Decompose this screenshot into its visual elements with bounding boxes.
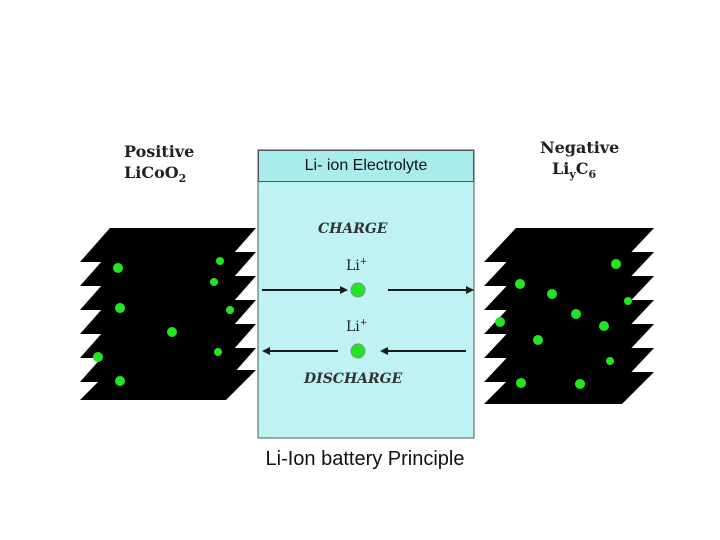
lithium-ion-dot bbox=[533, 335, 543, 345]
positive-formula: LiCoO2 bbox=[124, 163, 186, 185]
lithium-ion-dot bbox=[115, 376, 125, 386]
discharge-ion-label: Li+ bbox=[346, 318, 367, 335]
discharge-label: DISCHARGE bbox=[303, 371, 403, 387]
negative-title: Negative bbox=[540, 138, 619, 157]
discharge-arrowhead-right bbox=[380, 347, 388, 355]
positive-electrode-stack bbox=[80, 228, 256, 400]
lithium-ion-dot bbox=[226, 306, 234, 314]
electrolyte-label: Li- ion Electrolyte bbox=[304, 157, 428, 174]
charge-label: CHARGE bbox=[318, 221, 388, 237]
lithium-ion-dot bbox=[575, 379, 585, 389]
electrode-layer bbox=[484, 372, 654, 404]
negative-electrode-stack bbox=[484, 228, 654, 404]
discharge-ion bbox=[350, 343, 366, 359]
lithium-ion-dot bbox=[571, 309, 581, 319]
lithium-ion-dot bbox=[115, 303, 125, 313]
lithium-ion-dot bbox=[113, 263, 123, 273]
charge-ion bbox=[350, 282, 366, 298]
lithium-ion-dot bbox=[515, 279, 525, 289]
electrolyte-region bbox=[257, 149, 475, 439]
positive-title: Positive bbox=[124, 142, 194, 161]
charge-ion-label: Li+ bbox=[346, 257, 367, 274]
lithium-ion-dot bbox=[167, 327, 177, 337]
discharge-arrowhead-left bbox=[262, 347, 270, 355]
electrode-layer bbox=[80, 370, 256, 400]
lithium-ion-dot bbox=[611, 259, 621, 269]
lithium-ion-dot bbox=[599, 321, 609, 331]
lithium-ion-dot bbox=[210, 278, 218, 286]
electrolyte-header: Li- ion Electrolyte bbox=[258, 150, 474, 182]
diagram-caption: Li-Ion battery Principle bbox=[265, 448, 465, 470]
lithium-ion-dot bbox=[606, 357, 614, 365]
lithium-ion-dot bbox=[624, 297, 632, 305]
negative-formula: LiyC6 bbox=[552, 159, 596, 181]
charge-arrowhead-right bbox=[466, 286, 474, 294]
lithium-ion-dot bbox=[216, 257, 224, 265]
lithium-ion-dot bbox=[516, 378, 526, 388]
lithium-ion-dot bbox=[93, 352, 103, 362]
lithium-ion-dot bbox=[214, 348, 222, 356]
lithium-ion-dot bbox=[495, 317, 505, 327]
lithium-ion-dot bbox=[547, 289, 557, 299]
charge-arrowhead-left bbox=[340, 286, 348, 294]
